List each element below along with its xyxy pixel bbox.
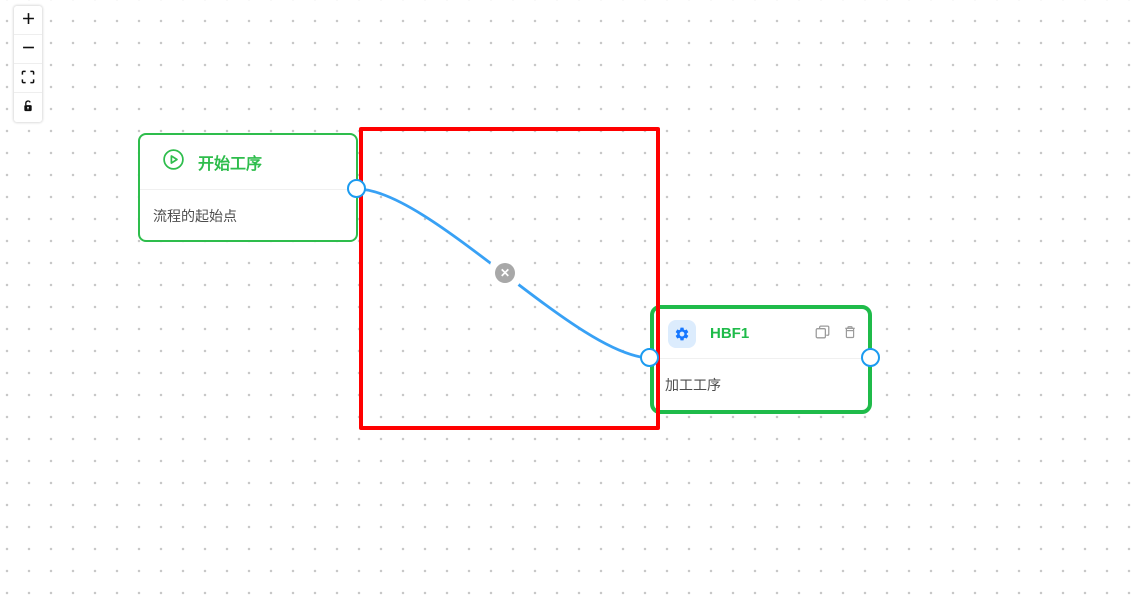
copy-icon [814,324,831,344]
play-circle-icon [162,148,185,176]
unlock-icon [21,99,35,116]
hbf1-node-target-handle[interactable] [640,348,659,367]
node-title: HBF1 [710,325,750,342]
node-description: 加工工序 [665,376,721,393]
node-header: 开始工序 [140,135,356,190]
node-start-process[interactable]: 开始工序 流程的起始点 [138,133,358,242]
zoom-out-button[interactable] [14,35,42,64]
start-node-source-handle[interactable] [347,179,366,198]
minus-icon [21,40,36,58]
node-title: 开始工序 [198,156,263,173]
fit-view-icon [21,70,35,87]
hbf1-node-source-handle[interactable] [861,348,880,367]
trash-icon [842,324,858,343]
node-actions [814,324,858,344]
copy-node-button[interactable] [814,324,831,344]
delete-node-button[interactable] [842,324,858,343]
edge-label: ✕ [490,258,520,288]
node-description: 流程的起始点 [153,208,237,224]
fit-view-button[interactable] [14,64,42,93]
zoom-in-button[interactable] [14,6,42,35]
lock-toggle-button[interactable] [14,93,42,122]
node-header: HBF1 [654,309,868,359]
gear-icon [668,319,696,348]
node-hbf1[interactable]: HBF1 [650,305,872,414]
flow-controls [14,6,42,122]
edge-delete-button[interactable]: ✕ [495,263,515,283]
plus-icon [21,11,36,29]
